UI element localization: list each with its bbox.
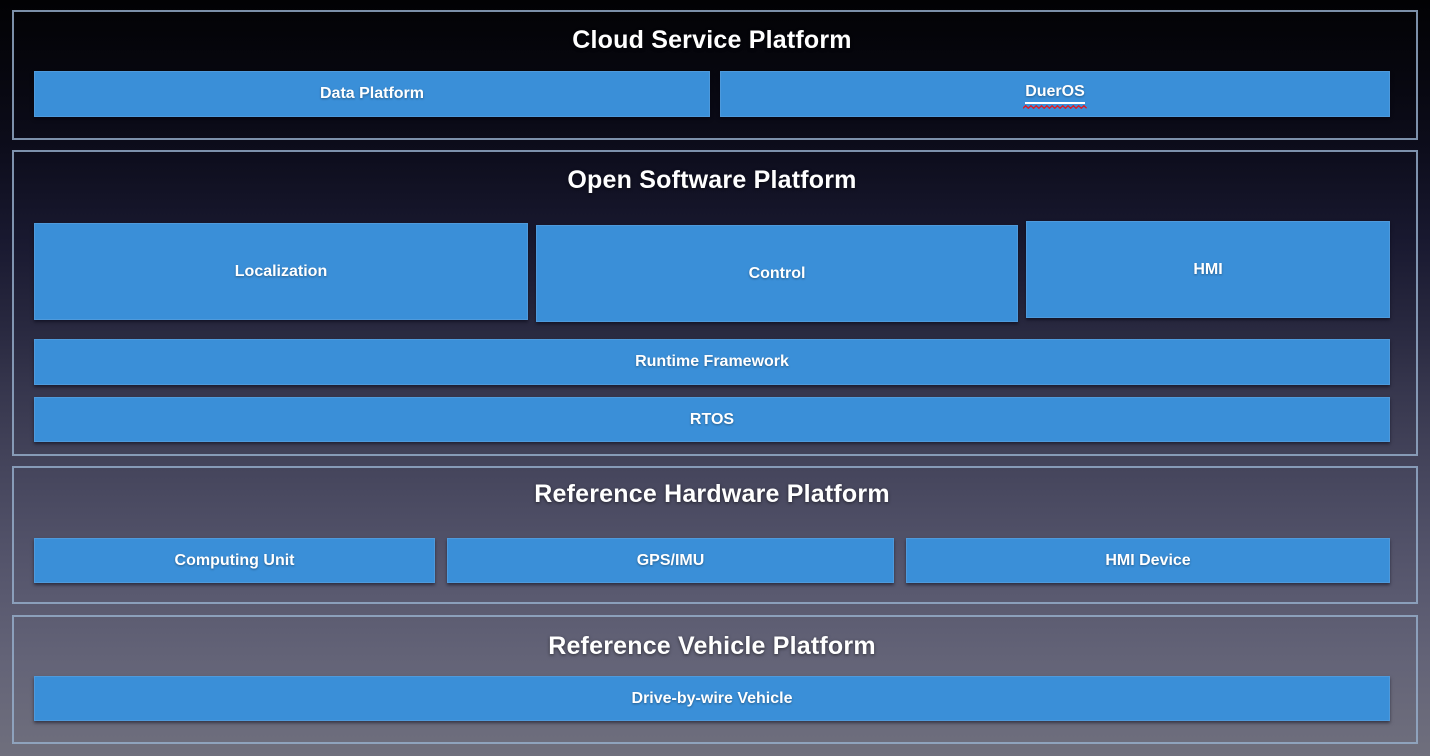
box-drive-by-wire-vehicle: Drive-by-wire Vehicle (34, 676, 1390, 721)
section-title: Cloud Service Platform (572, 26, 852, 54)
box-localization: Localization (34, 223, 528, 320)
box-computing-unit: Computing Unit (34, 538, 435, 583)
section-title: Reference Hardware Platform (534, 480, 890, 508)
spellcheck-squiggle-icon (1023, 105, 1087, 109)
box-dueros: DuerOS (720, 71, 1390, 117)
section-reference-vehicle-platform: Reference Vehicle Platform Drive-by-wire… (12, 615, 1418, 744)
box-label: Data Platform (319, 85, 425, 102)
box-label: HMI (1193, 260, 1223, 278)
box-gps-imu: GPS/IMU (447, 538, 894, 583)
box-label: Drive-by-wire Vehicle (631, 689, 793, 707)
box-hmi-device: HMI Device (906, 538, 1390, 583)
box-label: Computing Unit (174, 551, 295, 569)
box-label: DuerOS (1025, 84, 1085, 104)
box-label: Control (748, 264, 806, 282)
section-open-software-platform: Open Software Platform Localization Cont… (12, 150, 1418, 456)
box-hmi: HMI (1026, 221, 1390, 318)
box-label: Runtime Framework (635, 353, 789, 370)
box-label: GPS/IMU (636, 551, 705, 569)
box-rtos: RTOS (34, 397, 1390, 442)
box-runtime-framework: Runtime Framework (34, 339, 1390, 385)
dueros-label-wrap: DuerOS (1023, 84, 1087, 109)
section-reference-hardware-platform: Reference Hardware Platform Computing Un… (12, 466, 1418, 604)
box-control: Control (536, 225, 1018, 322)
section-title: Open Software Platform (567, 166, 857, 194)
section-title: Reference Vehicle Platform (548, 632, 876, 660)
box-label: RTOS (689, 410, 735, 428)
box-label: Localization (234, 262, 328, 280)
cloud-boxes-row: Data Platform DuerOS (34, 71, 1390, 117)
section-cloud-service-platform: Cloud Service Platform Data Platform Due… (12, 10, 1418, 140)
software-modules-row: Localization Control HMI (34, 221, 1390, 322)
box-data-platform: Data Platform (34, 71, 710, 117)
hardware-boxes-row: Computing Unit GPS/IMU HMI Device (34, 538, 1390, 583)
box-label: HMI Device (1105, 551, 1191, 569)
